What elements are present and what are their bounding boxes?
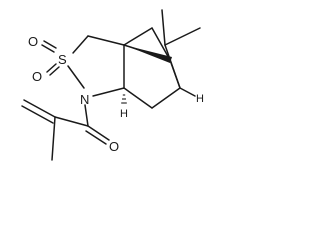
bond-s-o-lower-2 [49,66,60,76]
structure-drawing: S N O O O H H [21,9,204,161]
bond-alkene-methyl [51,116,56,161]
atom-oxygen-carbonyl: O [109,139,119,154]
bond-cbridge-me2 [164,27,201,46]
bond-alkene-2 [21,105,54,124]
bond-s-o-upper-2 [43,40,57,49]
bond-n-carbonyl [84,104,89,127]
wedge-bridge [124,45,172,63]
atom-hydrogen-right: H [196,93,204,105]
bond-cbridge-cbh [164,44,181,89]
bond-cq-c1 [123,27,153,46]
bond-s-o-upper-1 [41,44,55,53]
bond-alkene-1 [23,99,56,118]
bond-c-o-2 [85,130,107,145]
hashed-wedge-bridgehead-h [121,94,127,104]
bond-carbonyl-alkene [54,116,89,127]
bond-c1-c2 [151,27,171,61]
atom-oxygen-upper: O [28,34,38,49]
bond-s-o-lower-1 [46,63,57,73]
bond-ch2b-cbh [151,87,181,109]
bond-cbh-h [179,87,196,97]
atom-nitrogen: N [80,92,89,107]
bond-c-o-1 [87,125,110,141]
bond-ch2-cq [87,35,125,46]
bond-ch-ch2b [123,87,153,109]
atom-sulfur: S [58,52,67,67]
bond-s-n [67,65,85,89]
molecule-diagram: S N O O O H H [21,9,204,161]
bond-s-ch2 [72,35,89,54]
bond-cbridge-me1 [161,9,166,46]
atom-hydrogen-bridgehead: H [120,108,128,120]
bond-n-ch [92,87,125,97]
atom-oxygen-lower: O [32,69,42,84]
